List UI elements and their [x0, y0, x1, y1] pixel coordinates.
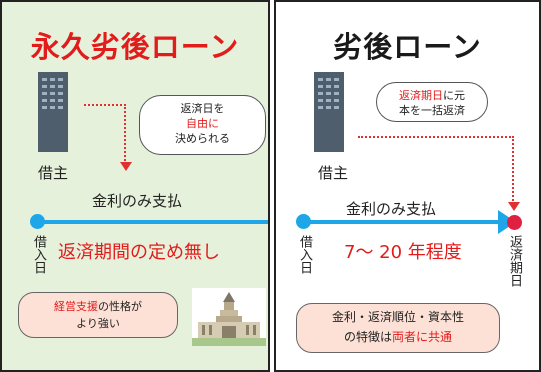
end-dot [507, 215, 522, 230]
building-icon [38, 72, 68, 152]
interest-only-label: 金利のみ支払 [92, 192, 183, 210]
arrow-down-icon [120, 162, 132, 171]
dotted-connector [512, 136, 514, 204]
panel-title: 永久劣後ローン [30, 30, 240, 64]
feature-note: 金利・返済順位・資本性 の特徴は両者に共通 [296, 303, 500, 353]
interest-only-label: 金利のみ支払 [346, 200, 437, 218]
start-date-label: 借入日 [297, 235, 312, 274]
subordinated-loan-panel: 劣後ローン 借主 返済期日に元 本を一括返済 金利のみ支払 借入日 返済期日 7… [274, 0, 541, 372]
repayment-date-bubble: 返済日を 自由に 決められる [139, 95, 266, 155]
permanent-subordinated-loan-panel: 永久劣後ローン 借主 返済日を 自由に 決められる 金利のみ支払 借入日 返済期… [0, 0, 270, 372]
building-icon [314, 72, 344, 152]
start-dot [296, 214, 311, 229]
dotted-connector [84, 104, 126, 106]
repayment-period-text: 7～ 20 年程度 [344, 242, 462, 263]
start-date-label: 借入日 [31, 235, 46, 274]
timeline [36, 220, 268, 224]
start-dot [30, 214, 45, 229]
arrow-down-icon [508, 202, 520, 211]
no-repayment-period-text: 返済期間の定め無し [58, 242, 220, 263]
dotted-connector [358, 136, 514, 138]
dotted-connector [124, 104, 126, 164]
repayment-date-bubble: 返済期日に元 本を一括返済 [376, 82, 488, 122]
feature-note: 経営支援の性格が より強い [18, 292, 178, 338]
timeline [304, 220, 500, 224]
panel-title: 劣後ローン [333, 30, 482, 64]
national-diet-building-icon [192, 288, 266, 346]
borrower-label: 借主 [318, 164, 349, 182]
borrower-label: 借主 [38, 164, 69, 182]
repayment-date-label: 返済期日 [507, 235, 522, 287]
